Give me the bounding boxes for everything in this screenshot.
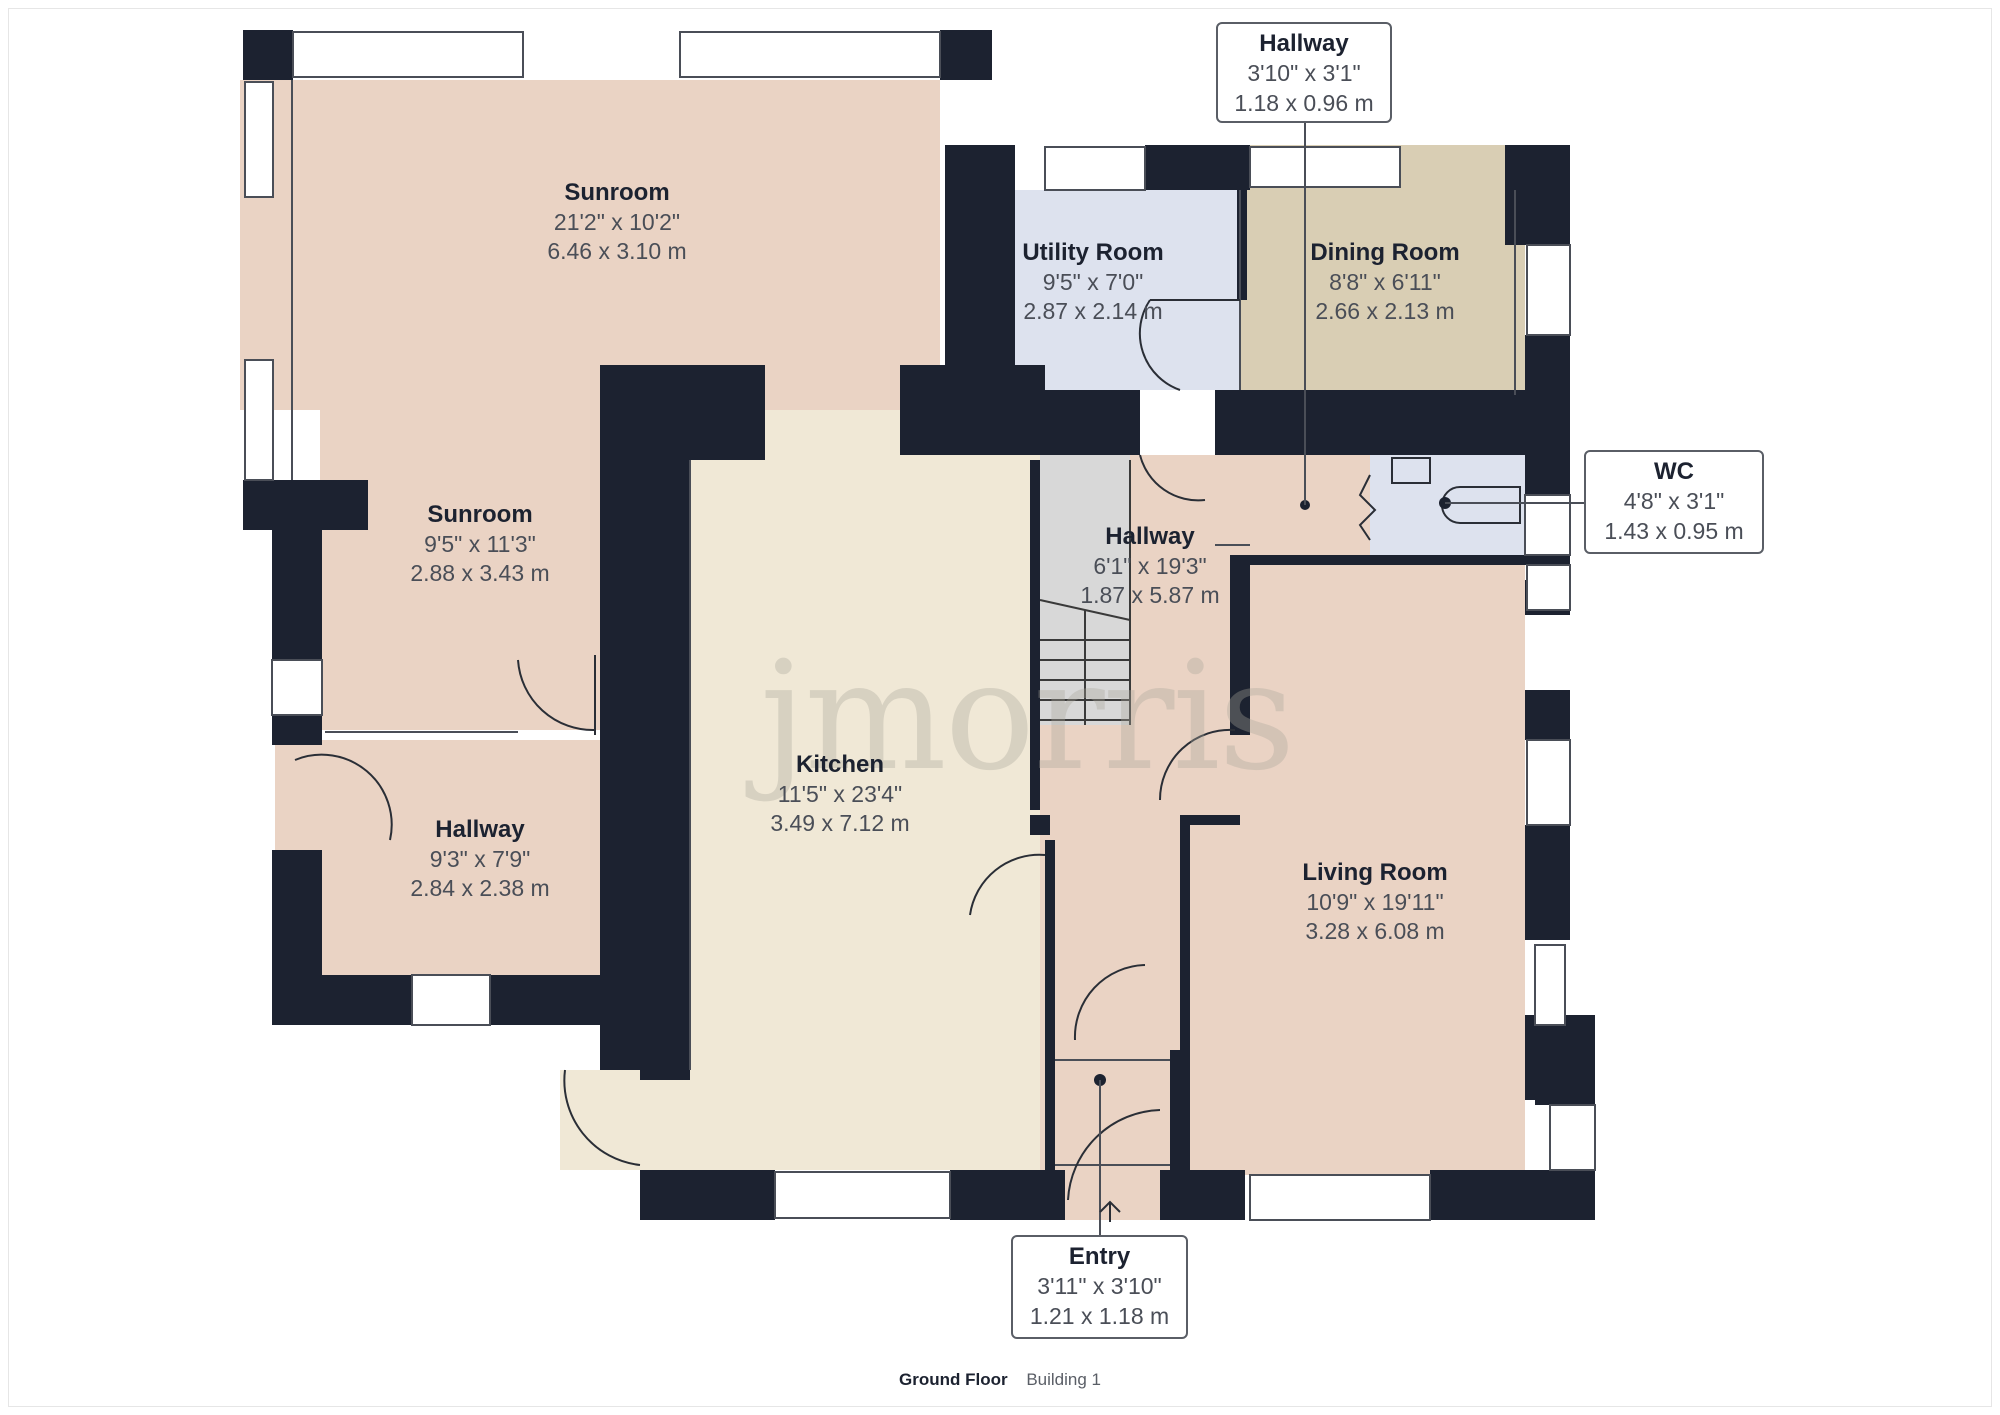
room-size-metric: 6.46 x 3.10 m xyxy=(547,237,687,264)
door-sunroom-small xyxy=(517,659,596,732)
kitchen-floor-extension xyxy=(560,1070,640,1170)
door-living xyxy=(1158,728,1236,801)
room-label-living-room: Living Room 10'9" x 19'11" 3.28 x 6.08 m xyxy=(1302,858,1447,946)
wc-toilet xyxy=(1441,486,1521,524)
floor-caption: Ground Floor Building 1 xyxy=(0,1370,2000,1390)
door-swings xyxy=(294,299,1377,1201)
room-name: Dining Room xyxy=(1310,239,1460,266)
callout-name: WC xyxy=(1654,458,1694,485)
sunroom-main-floor xyxy=(240,80,940,410)
room-size-imperial: 8'8" x 6'11" xyxy=(1329,269,1441,295)
door-utility xyxy=(1138,299,1181,391)
entry-floor xyxy=(1050,1060,1170,1220)
room-name: Hallway xyxy=(435,816,525,843)
room-size-metric: 2.88 x 3.43 m xyxy=(410,559,550,586)
room-name: Utility Room xyxy=(1022,239,1164,266)
room-size-imperial: 9'3" x 7'9" xyxy=(429,846,531,872)
callout-name: Hallway xyxy=(1259,30,1349,57)
room-size-metric: 3.49 x 7.12 m xyxy=(770,809,910,836)
room-size-metric: 2.87 x 2.14 m xyxy=(1023,297,1163,324)
room-label-utility-room: Utility Room 9'5" x 7'0" 2.87 x 2.14 m xyxy=(1022,238,1163,326)
hallway-west-floor xyxy=(275,740,600,975)
room-label-hallway-central: Hallway 6'1" x 19'3" 1.87 x 5.87 m xyxy=(1080,522,1219,610)
callout-entry: Entry 3'11" x 3'10" 1.21 x 1.18 m xyxy=(1011,1235,1188,1339)
room-name: Hallway xyxy=(1105,523,1195,550)
room-name: Kitchen xyxy=(795,751,885,778)
room-size-metric: 2.84 x 2.38 m xyxy=(410,874,550,901)
room-size-metric: 1.87 x 5.87 m xyxy=(1080,581,1220,608)
room-size-imperial: 9'5" x 11'3" xyxy=(424,531,536,557)
room-name: Living Room xyxy=(1302,859,1448,886)
room-label-dining-room: Dining Room 8'8" x 6'11" 2.66 x 2.13 m xyxy=(1310,238,1459,326)
walls xyxy=(243,30,1595,1220)
bifold-door-wc xyxy=(1358,474,1377,541)
room-size-imperial: 11'5" x 23'4" xyxy=(777,781,903,807)
windows xyxy=(244,31,1596,1221)
room-label-hallway-west: Hallway 9'3" x 7'9" 2.84 x 2.38 m xyxy=(410,815,549,903)
callout-size-imperial: 3'10" x 3'1" xyxy=(1247,60,1361,87)
room-size-metric: 2.66 x 2.13 m xyxy=(1315,297,1455,324)
hallway-north-floor xyxy=(1130,455,1370,555)
kitchen-floor xyxy=(640,410,1040,1170)
callout-size-metric: 1.43 x 0.95 m xyxy=(1604,518,1744,545)
floor-label: Ground Floor xyxy=(899,1370,1008,1389)
wc-basin xyxy=(1391,457,1431,484)
room-label-kitchen: Kitchen 11'5" x 23'4" 3.49 x 7.12 m xyxy=(770,750,909,838)
door-kitchen-hall xyxy=(969,853,1046,916)
callout-wc: WC 4'8" x 3'1" 1.43 x 0.95 m xyxy=(1584,450,1764,554)
staircase xyxy=(1039,460,1131,725)
callout-hallway-north: Hallway 3'10" x 3'1" 1.18 x 0.96 m xyxy=(1216,22,1392,123)
callout-size-imperial: 3'11" x 3'10" xyxy=(1037,1273,1162,1300)
door-hall-north xyxy=(1139,454,1206,502)
wc-fixtures xyxy=(1391,457,1521,524)
room-size-imperial: 9'5" x 7'0" xyxy=(1042,269,1144,295)
room-label-sunroom-small: Sunroom 9'5" x 11'3" 2.88 x 3.43 m xyxy=(410,500,549,588)
callout-leaders xyxy=(1099,122,1585,1235)
room-name: Sunroom xyxy=(564,179,670,206)
room-name: Sunroom xyxy=(427,501,533,528)
room-size-imperial: 21'2" x 10'2" xyxy=(553,209,681,235)
callout-size-imperial: 4'8" x 3'1" xyxy=(1623,488,1725,515)
room-size-imperial: 10'9" x 19'11" xyxy=(1306,889,1444,915)
door-entry xyxy=(1067,1109,1161,1201)
door-kitchen-side xyxy=(563,1069,641,1166)
entry-arrow-icon xyxy=(1099,1200,1121,1222)
callout-name: Entry xyxy=(1068,1243,1131,1270)
room-size-imperial: 6'1" x 19'3" xyxy=(1093,553,1207,579)
page-frame xyxy=(8,8,1992,1407)
door-hall-inner xyxy=(1073,964,1146,1041)
building-label: Building 1 xyxy=(1026,1370,1101,1389)
callout-size-metric: 1.18 x 0.96 m xyxy=(1234,90,1374,117)
room-size-metric: 3.28 x 6.08 m xyxy=(1305,917,1445,944)
sunroom-small-floor xyxy=(320,370,600,730)
door-hallway-west xyxy=(294,753,393,841)
room-label-sunroom-main: Sunroom 21'2" x 10'2" 6.46 x 3.10 m xyxy=(547,178,686,266)
callout-size-metric: 1.21 x 1.18 m xyxy=(1029,1303,1170,1330)
